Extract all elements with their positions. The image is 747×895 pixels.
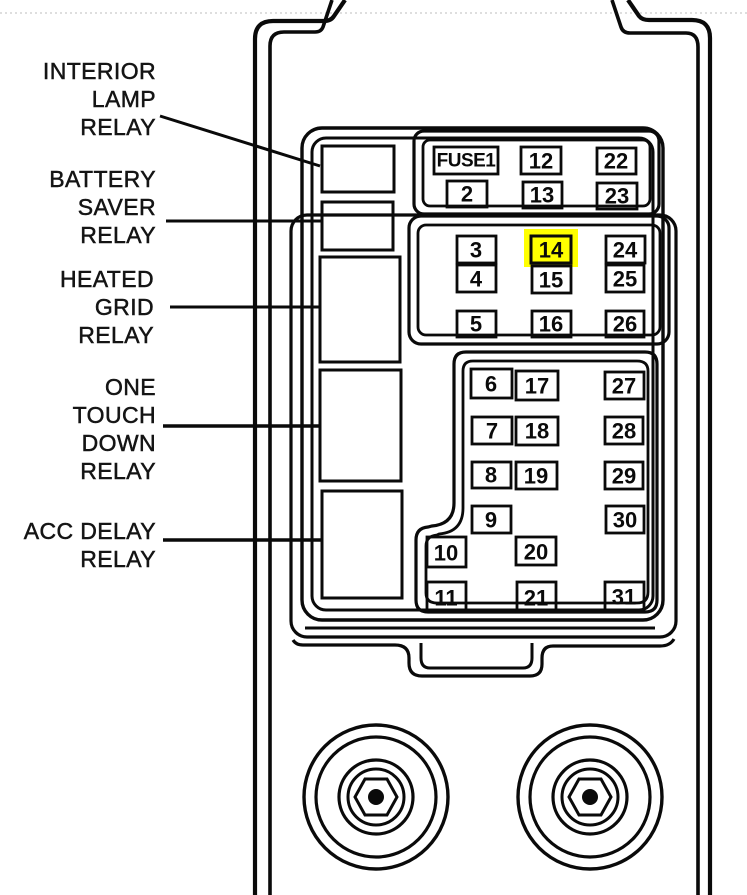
mounting-stud-right	[516, 723, 664, 871]
fuse-11-label: 11	[434, 586, 457, 611]
relay-box-heated-grid	[318, 255, 402, 364]
fuse-21: 21	[515, 580, 558, 614]
label-interior-lamp-relay: INTERIOR LAMP RELAY	[42, 58, 156, 141]
leader-lines	[159, 114, 321, 542]
fuse-29: 29	[603, 460, 645, 491]
fuse-14-label: 14	[539, 238, 564, 263]
fuse-4-label: 4	[470, 267, 483, 292]
fuse-24: 24	[604, 234, 647, 265]
fuse-27-label: 27	[612, 374, 636, 399]
fuse-6: 6	[469, 367, 514, 400]
relay-box-acc-delay	[320, 489, 404, 600]
top-fuse-section	[412, 129, 661, 216]
relay-box-one-touch-down	[318, 368, 403, 483]
mounting-stud-left	[302, 723, 450, 871]
fuse-panel-inner	[310, 136, 655, 612]
fuse-27: 27	[603, 370, 646, 401]
fuse-10-label: 10	[434, 541, 458, 566]
leader-interior-lamp	[159, 114, 321, 168]
fuse-box-body-outline	[252, 0, 713, 895]
fuse-4: 4	[455, 263, 498, 294]
label-heated-grid-relay: HEATED GRID RELAY	[60, 266, 154, 349]
fuse-13-label: 13	[530, 183, 554, 208]
fuse-1: FUSE1	[432, 145, 500, 176]
fuse-17-label: 17	[525, 374, 549, 399]
middle-fuse-section	[407, 214, 671, 346]
fuse-3-label: 3	[470, 238, 482, 263]
fuse-28-label: 28	[612, 419, 636, 444]
fuse-6-label: 6	[485, 372, 497, 397]
fuse-2-label: 2	[461, 182, 473, 207]
fuse-19: 19	[514, 460, 559, 491]
fuse-31-label: 31	[612, 585, 636, 610]
fuse-26-label: 26	[613, 312, 637, 337]
fuse-10: 10	[425, 535, 468, 569]
fuse-24-label: 24	[613, 238, 638, 263]
fuse-panel-outer	[300, 126, 665, 622]
fuse-20-label: 20	[524, 540, 548, 565]
fuse-9: 9	[470, 504, 513, 535]
fuse-19-label: 19	[524, 464, 548, 489]
fuse-18: 18	[514, 415, 560, 447]
fuse-5: 5	[455, 309, 498, 339]
relay-boxes	[318, 144, 404, 600]
fuse-20: 20	[514, 535, 558, 567]
fuse-3: 3	[455, 234, 498, 265]
fuse-16: 16	[530, 309, 573, 339]
fuse-5-label: 5	[470, 312, 482, 337]
fuse-9-label: 9	[485, 508, 497, 533]
fuse-8-label: 8	[485, 463, 497, 488]
fuse-16-label: 16	[539, 312, 563, 337]
fuse-29-label: 29	[612, 464, 636, 489]
fuse-28: 28	[603, 415, 645, 446]
fuse-11: 11	[425, 580, 468, 614]
fuse-25-label: 25	[613, 267, 637, 292]
fuse-26: 26	[604, 309, 646, 339]
fuse-7-label: 7	[486, 419, 498, 444]
label-acc-delay-relay: ACC DELAY RELAY	[23, 518, 156, 573]
label-one-touch-down-relay: ONE TOUCH DOWN RELAY	[72, 374, 156, 485]
hex-nut-icon	[567, 777, 613, 817]
fuse-13: 13	[521, 180, 564, 210]
fuse-21-label: 21	[524, 586, 548, 611]
fuse-22-label: 22	[604, 149, 628, 174]
fuse-25: 25	[604, 263, 646, 294]
fuse-31: 31	[603, 580, 646, 612]
fuse-30-label: 30	[613, 508, 637, 533]
relay-box-interior-lamp	[320, 144, 396, 194]
fuse-8: 8	[470, 460, 513, 490]
label-battery-saver-relay: BATTERY SAVER RELAY	[49, 166, 156, 249]
hex-nut-icon	[353, 777, 399, 817]
fuse-15-label: 15	[539, 268, 563, 293]
fuse-2: 2	[445, 179, 489, 209]
fuse-23: 23	[595, 181, 639, 211]
fuse-14: 14	[524, 229, 578, 267]
fuse-1-label: FUSE1	[437, 151, 497, 172]
fuse-12: 12	[519, 145, 563, 176]
fuse-18-label: 18	[525, 419, 549, 444]
fuse-30: 30	[604, 504, 646, 535]
fuse-17: 17	[514, 369, 560, 402]
fuse-7: 7	[470, 415, 514, 446]
fuse-12-label: 12	[529, 149, 553, 174]
panel-bottom-tab	[291, 626, 676, 678]
fuse-23-label: 23	[605, 184, 629, 209]
fuse-15: 15	[530, 264, 573, 295]
fuse-22: 22	[595, 146, 638, 176]
relay-box-battery-saver	[320, 200, 395, 252]
